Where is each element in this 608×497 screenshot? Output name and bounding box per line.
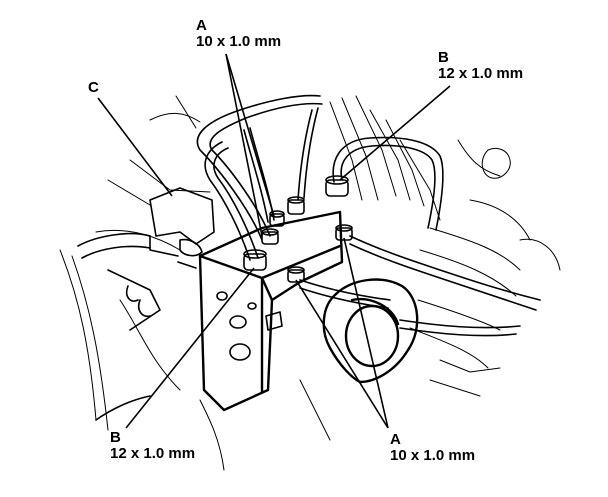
flare-nut-a4	[287, 266, 305, 283]
callout-spec: 10 x 1.0 mm	[196, 32, 282, 50]
callout-spec: 10 x 1.0 mm	[390, 446, 476, 464]
callout-c: C	[88, 80, 99, 96]
engine-bay-outline	[59, 95, 561, 471]
flare-nut-a3	[335, 224, 353, 241]
callout-letter: A	[390, 431, 401, 448]
modulator-block	[198, 210, 344, 412]
leader-c	[97, 97, 173, 197]
leader-a-bottom-1	[295, 279, 389, 429]
flare-nut-b1	[243, 249, 267, 271]
brake-lines	[196, 94, 541, 337]
leader-a-top-1	[225, 53, 263, 237]
flare-nut-mid	[287, 196, 305, 215]
callout-a-top: A 10 x 1.0 mm	[196, 18, 281, 50]
callout-letter: B	[110, 429, 121, 446]
modulator-details	[177, 238, 283, 361]
flare-nut-b2	[325, 175, 349, 197]
callout-spec: 12 x 1.0 mm	[110, 444, 196, 462]
callout-spec: 12 x 1.0 mm	[438, 64, 524, 82]
pump-motor	[322, 278, 419, 384]
leader-b-top	[339, 85, 451, 181]
bracket-c	[77, 187, 215, 421]
callout-letter: A	[196, 17, 207, 34]
callout-a-bottom: A 10 x 1.0 mm	[390, 432, 475, 464]
callout-letter: B	[438, 49, 449, 66]
callout-letter: C	[88, 79, 99, 96]
leader-lines	[97, 53, 451, 429]
flare-nut-a2	[269, 210, 285, 227]
callout-b-top: B 12 x 1.0 mm	[438, 50, 523, 82]
leader-a-top-2	[225, 53, 275, 217]
callout-b-bottom: B 12 x 1.0 mm	[110, 430, 195, 462]
leader-a-bottom-2	[343, 237, 389, 429]
leader-b-bottom	[125, 267, 255, 429]
